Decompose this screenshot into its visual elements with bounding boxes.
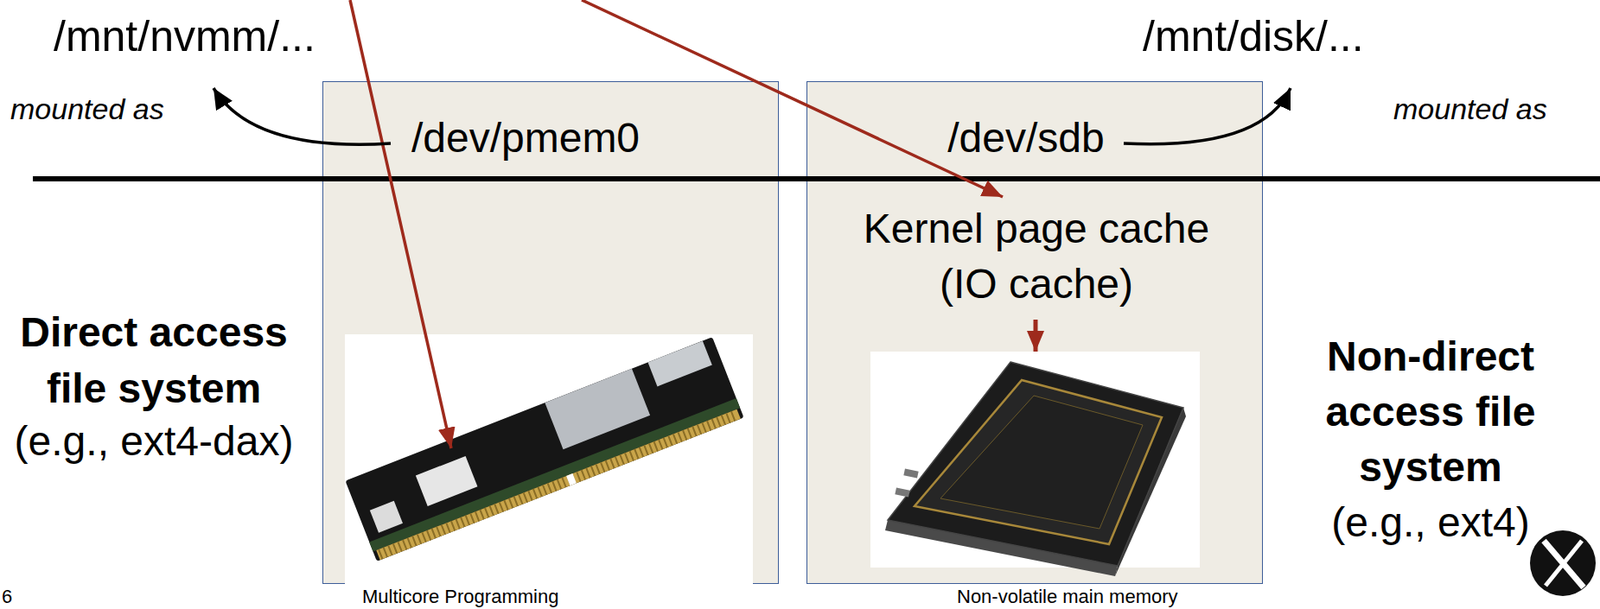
footer-text: Multicore Programming [362, 586, 559, 609]
logo-cross [1545, 541, 1582, 587]
fs-example: (e.g., ext4-dax) [14, 416, 294, 467]
module-pcb [369, 398, 740, 553]
footer-text: Non-volatile main memory [956, 586, 1179, 609]
mount-path: /mnt/disk/... [1142, 10, 1365, 63]
module-sticker [369, 501, 403, 534]
ssd-connector [894, 487, 910, 498]
gold-contacts [376, 409, 740, 561]
access-arrow [581, 0, 1003, 198]
access-arrow [350, 0, 452, 449]
cache-label: Kernel page cache (IO cache) [829, 201, 1244, 313]
ssd-side [1115, 407, 1186, 577]
device-box: /dev/sdbKernel page cache (IO cache) [806, 81, 1263, 585]
mount-note: mounted as [1393, 91, 1548, 128]
ssd-top [887, 362, 1184, 567]
ssd-frame [914, 380, 1162, 545]
writeback-arrow [1033, 319, 1039, 352]
photo-ground [344, 334, 753, 585]
photo-ground [870, 351, 1200, 568]
mount-note: mounted as [10, 91, 165, 128]
mount-path: /mnt/nvmm/... [53, 10, 316, 63]
mount-arrow [213, 88, 391, 145]
contact-pins [379, 414, 737, 555]
ssd-side [885, 520, 1118, 577]
ssd-connector [903, 468, 918, 479]
fs-type: Non-direct access file system [1300, 329, 1561, 496]
module-body [344, 337, 744, 561]
heat-spreader-clip [544, 369, 651, 450]
divider-line [32, 176, 1600, 182]
module-sticker [415, 456, 479, 507]
mount-arrow [1123, 88, 1291, 145]
fs-type: Direct access file system [6, 304, 301, 417]
module-notch [566, 473, 577, 486]
nvdimm-module [344, 337, 744, 561]
heat-spreader-clip [648, 341, 713, 388]
ssd-panel [940, 395, 1143, 530]
school-logo [1529, 530, 1596, 597]
logo-disc [1529, 530, 1596, 597]
ssd-drive [885, 362, 1186, 577]
page-number: 6 [1, 586, 13, 609]
fs-example: (e.g., ext4) [1331, 497, 1530, 549]
device-box: /dev/pmem0 [322, 81, 779, 585]
device-name: /dev/sdb [943, 113, 1108, 164]
device-name: /dev/pmem0 [407, 113, 644, 164]
logo-cross [1543, 541, 1584, 588]
